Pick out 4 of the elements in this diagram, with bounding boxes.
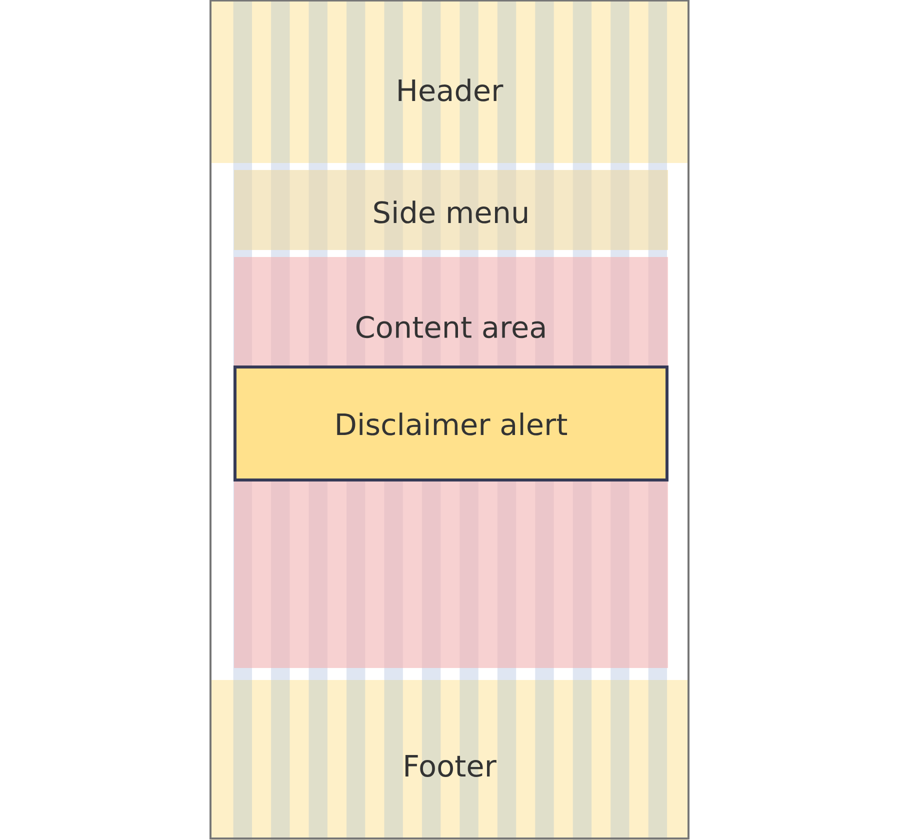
footer-band: Footer bbox=[211, 680, 688, 840]
disclaimer-alert-box: Disclaimer alert bbox=[234, 366, 668, 482]
side-menu-band: Side menu bbox=[234, 170, 668, 250]
header-band: Header bbox=[211, 0, 688, 163]
